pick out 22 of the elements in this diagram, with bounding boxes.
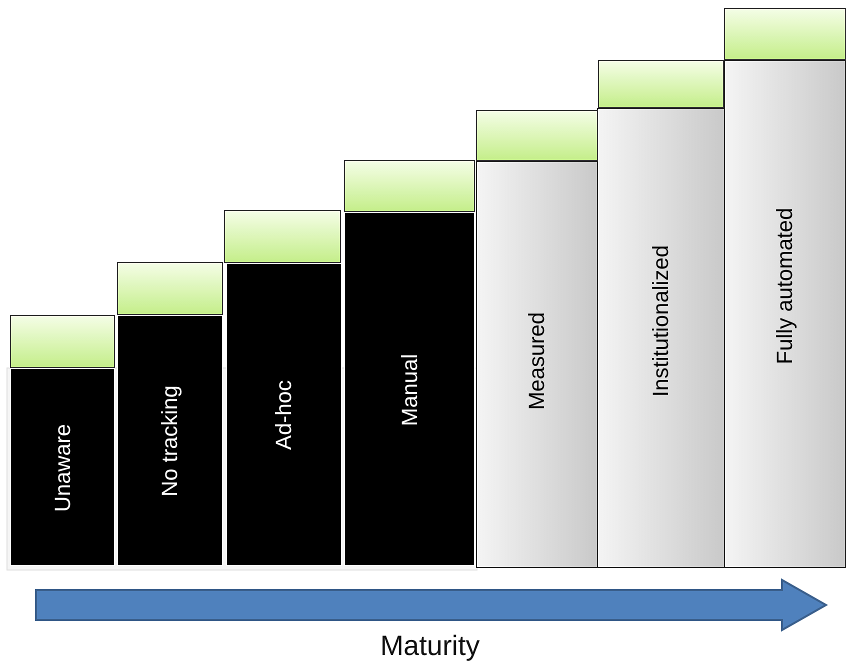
step-cap — [476, 110, 598, 161]
step-cap — [117, 262, 223, 315]
maturity-step-bar — [724, 60, 846, 568]
maturity-step-bar — [476, 161, 598, 568]
step-label: No tracking — [157, 385, 183, 497]
step-label: Unaware — [50, 424, 76, 512]
step-label: Measured — [524, 312, 550, 410]
axis-label: Maturity — [379, 630, 481, 662]
step-cap — [724, 8, 846, 60]
maturity-step-bar — [10, 368, 115, 566]
step-cap — [344, 160, 475, 212]
step-label: Institutionalized — [648, 245, 674, 397]
step-label: Fully automated — [772, 208, 798, 364]
maturity-step-bar — [597, 108, 725, 568]
step-label: Ad-hoc — [271, 380, 297, 450]
maturity-step-bar — [226, 263, 342, 566]
step-cap — [598, 60, 724, 108]
maturity-step-bar — [117, 315, 223, 566]
step-cap — [224, 210, 341, 263]
step-label: Manual — [396, 354, 422, 426]
maturity-step-bar — [344, 212, 475, 566]
step-cap — [10, 315, 115, 368]
